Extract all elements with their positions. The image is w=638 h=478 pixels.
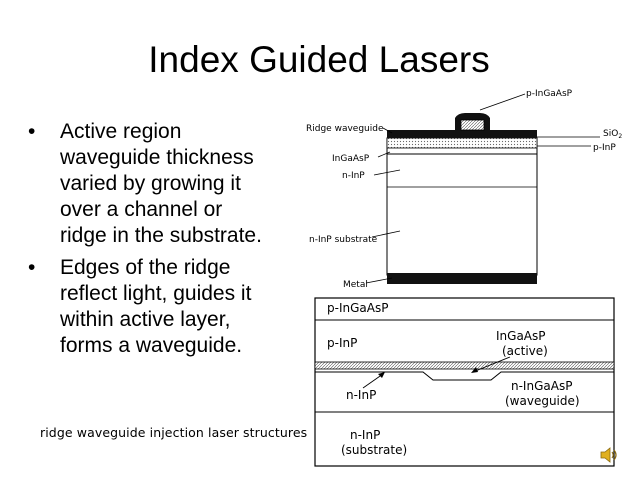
leader-line bbox=[365, 277, 393, 284]
substrate-block bbox=[386, 137, 538, 276]
label-n-inp: n-InP bbox=[346, 388, 376, 402]
label-p-inp: p-InP bbox=[327, 336, 357, 350]
label-sio2: SiO2 bbox=[603, 129, 622, 140]
leader-line bbox=[479, 93, 526, 111]
ridge-waveguide-diagram: p-InGaAsP Ridge waveguide SiO2 p-InP InG… bbox=[306, 89, 622, 288]
label-n-inp-substrate: n-InP substrate bbox=[309, 235, 378, 245]
label-active: (active) bbox=[502, 344, 548, 358]
bullet-line: varied by growing it bbox=[60, 172, 241, 195]
bullet-list: • Active region waveguide thickness vari… bbox=[24, 119, 324, 365]
label-n-ingaasp: n-InGaAsP bbox=[511, 379, 572, 393]
leader-line bbox=[382, 127, 393, 134]
label-n-inp: n-InP bbox=[342, 171, 365, 181]
label-waveguide: (waveguide) bbox=[505, 394, 580, 408]
speaker-icon[interactable] bbox=[598, 444, 620, 466]
bullet-line: ridge in the substrate. bbox=[60, 224, 262, 247]
label-n-inp-substrate: n-InP bbox=[350, 428, 380, 442]
bullet-line: forms a waveguide. bbox=[60, 334, 243, 357]
leader-line bbox=[377, 151, 391, 158]
label-ingaasp: InGaAsP bbox=[332, 154, 370, 164]
bullet-line: waveguide thickness bbox=[60, 146, 254, 169]
label-metal: Metal bbox=[343, 280, 368, 288]
channel-substrate-diagram: p-InGaAsP p-InP InGaAsP (active) n-InGaA… bbox=[314, 297, 615, 467]
label-substrate: (substrate) bbox=[341, 443, 407, 457]
bullet-line: over a channel or bbox=[60, 198, 223, 221]
bullet-line: Active region bbox=[60, 120, 182, 143]
bullet-dot: • bbox=[28, 256, 36, 279]
leader-arrow bbox=[472, 356, 511, 373]
p-inp-layer bbox=[386, 137, 538, 149]
slide-title: Index Guided Lasers bbox=[148, 39, 490, 80]
arrow-head bbox=[378, 372, 385, 378]
label-p-inp: p-InP bbox=[593, 143, 616, 153]
metal-contact bbox=[387, 273, 537, 284]
leader-arrow bbox=[362, 373, 384, 389]
bullet-line: within active layer, bbox=[60, 308, 231, 331]
arrow-head bbox=[471, 367, 478, 373]
label-p-ingaasp: p-InGaAsP bbox=[526, 89, 573, 99]
label-ridge-waveguide: Ridge waveguide bbox=[306, 124, 384, 134]
bullet-dot: • bbox=[28, 120, 36, 143]
waveguide-boundary bbox=[315, 371, 614, 381]
leader-line bbox=[371, 230, 401, 238]
active-layer-band bbox=[314, 361, 615, 370]
bullet-item: • Active region waveguide thickness vari… bbox=[24, 119, 324, 249]
label-ingaasp: InGaAsP bbox=[496, 329, 546, 343]
bullet-item: • Edges of the ridge reflect light, guid… bbox=[24, 255, 324, 359]
bullet-line: reflect light, guides it bbox=[60, 282, 252, 305]
label-p-ingaasp: p-InGaAsP bbox=[327, 301, 388, 315]
diagram-frame bbox=[314, 297, 615, 467]
ridge-top bbox=[460, 119, 485, 131]
bullet-line: Edges of the ridge bbox=[60, 256, 231, 279]
leader-line bbox=[373, 169, 401, 176]
figure-caption: ridge waveguide injection laser structur… bbox=[40, 425, 308, 440]
